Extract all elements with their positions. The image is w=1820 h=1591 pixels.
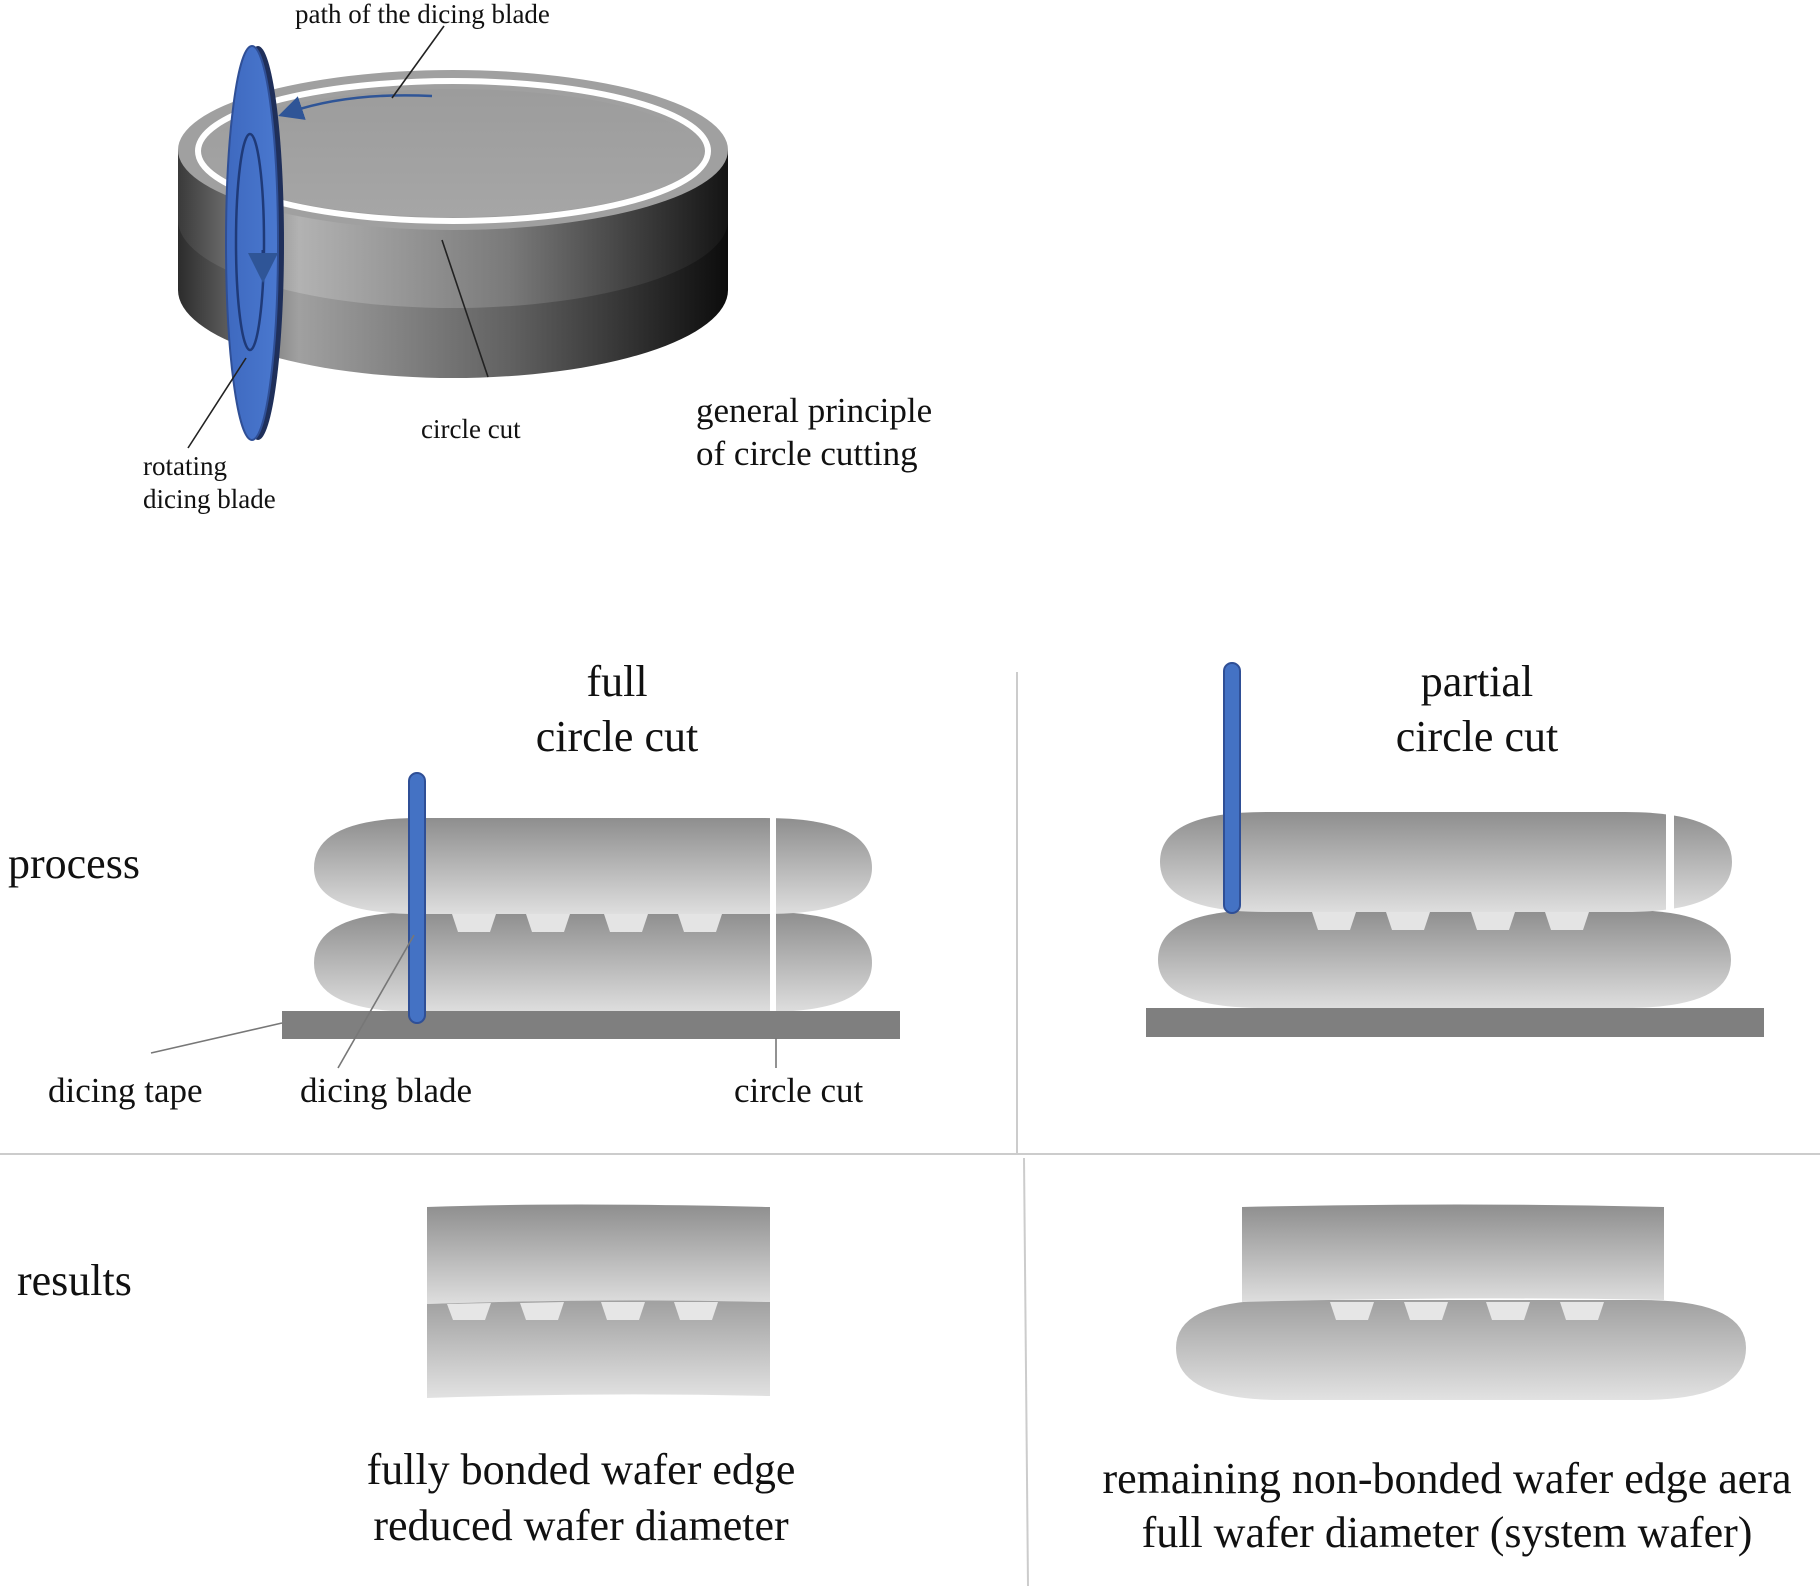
blade-label-line2: dicing blade — [143, 484, 276, 514]
full-result-line1: fully bonded wafer edge — [367, 1445, 796, 1494]
dicing-blade-label: dicing blade — [300, 1071, 472, 1110]
tape-leader — [150, 1022, 283, 1054]
full-title-line2: circle cut — [536, 712, 698, 761]
full-dicing-blade — [408, 772, 426, 1024]
full-title-line1: full — [586, 657, 647, 706]
partial-title-line2: circle cut — [1396, 712, 1558, 761]
path-label: path of the dicing blade — [295, 0, 550, 29]
rotating-dicing-blade — [225, 45, 284, 441]
partial-result-illustration — [1176, 1204, 1746, 1400]
full-process-illustration — [282, 772, 900, 1039]
row-label-results: results — [17, 1256, 132, 1305]
full-dicing-tape — [282, 1011, 900, 1039]
partial-title-line1: partial — [1421, 657, 1533, 706]
blade-leader — [187, 357, 247, 449]
full-result-illustration — [427, 1204, 770, 1398]
dicing-tape-label: dicing tape — [48, 1071, 203, 1110]
principle-line1: general principle — [696, 391, 932, 430]
partial-process-illustration — [1146, 662, 1764, 1037]
circle-cut-label-full: circle cut — [734, 1071, 863, 1110]
path-leader — [391, 25, 445, 99]
dicing-blade-leader — [337, 934, 415, 1069]
wafer-stack-3d — [178, 70, 728, 378]
circle-cut-leader — [441, 239, 489, 378]
blade-label-line1: rotating — [143, 451, 227, 481]
principle-line2: of circle cutting — [696, 434, 918, 473]
partial-dicing-blade — [1223, 662, 1241, 914]
partial-dicing-tape — [1146, 1008, 1764, 1037]
divider-vertical-lower — [1023, 1157, 1029, 1587]
partial-result-line2: full wafer diameter (system wafer) — [1142, 1508, 1753, 1557]
blade-path-arrow — [278, 94, 433, 120]
circle-cut-label-top: circle cut — [421, 414, 521, 444]
full-result-line2: reduced wafer diameter — [373, 1501, 789, 1550]
full-circle-cut-gap — [770, 815, 776, 1020]
circle-cut-ring — [195, 78, 711, 224]
partial-result-line1: remaining non-bonded wafer edge aera — [1102, 1454, 1791, 1503]
partial-circle-cut-gap — [1666, 808, 1674, 912]
row-label-process: process — [8, 839, 140, 888]
